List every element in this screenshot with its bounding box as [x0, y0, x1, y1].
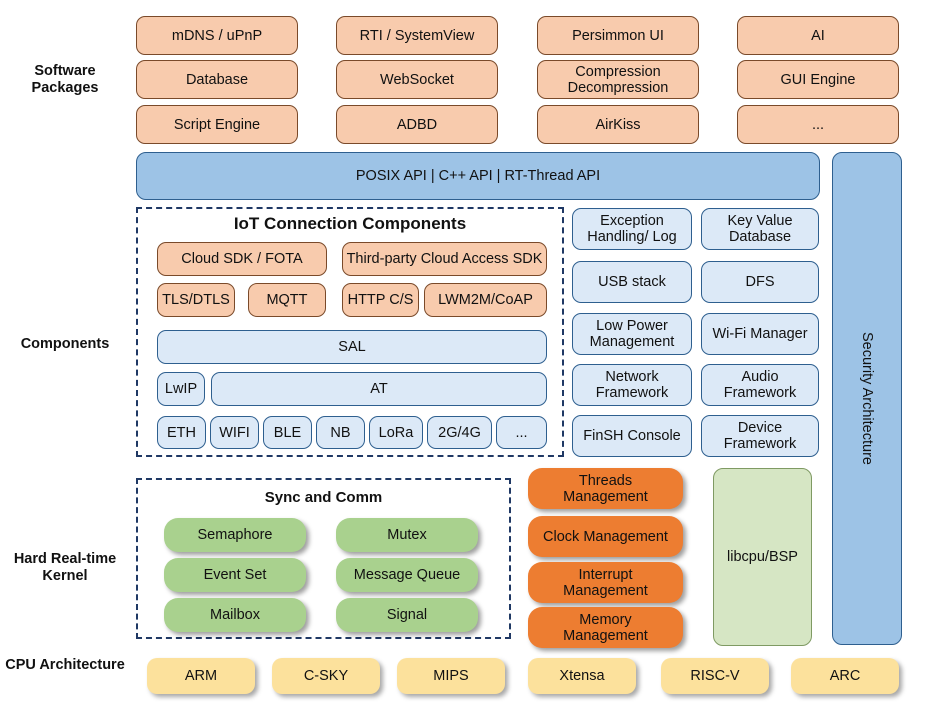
- software-package-box[interactable]: Script Engine: [136, 105, 298, 144]
- libcpu-bsp-panel[interactable]: libcpu/BSP: [713, 468, 812, 646]
- cpu-architecture-box[interactable]: ARC: [791, 658, 899, 694]
- component-box[interactable]: Network Framework: [572, 364, 692, 406]
- api-bar[interactable]: POSIX API | C++ API | RT-Thread API: [136, 152, 820, 200]
- software-package-box[interactable]: Database: [136, 60, 298, 99]
- cpu-architecture-box[interactable]: Xtensa: [528, 658, 636, 694]
- software-package-box[interactable]: GUI Engine: [737, 60, 899, 99]
- row-label-kernel: Hard Real-time Kernel: [13, 551, 117, 584]
- component-box[interactable]: DFS: [701, 261, 819, 303]
- component-box[interactable]: Key Value Database: [701, 208, 819, 250]
- software-package-box[interactable]: Compression Decompression: [537, 60, 699, 99]
- component-box[interactable]: Exception Handling/ Log: [572, 208, 692, 250]
- sync-and-comm-title: Sync and Comm: [264, 489, 383, 506]
- iot-link-box[interactable]: 2G/4G: [427, 416, 492, 449]
- software-package-box[interactable]: WebSocket: [336, 60, 498, 99]
- iot-protocol-box[interactable]: HTTP C/S: [342, 283, 419, 317]
- iot-link-box[interactable]: WIFI: [210, 416, 259, 449]
- iot-link-box[interactable]: BLE: [263, 416, 312, 449]
- row-label-software-packages: Software Packages: [31, 63, 99, 96]
- row-label-cpu-architecture: CPU Architecture: [5, 657, 125, 673]
- iot-protocol-box[interactable]: TLS/DTLS: [157, 283, 235, 317]
- iot-sal-box[interactable]: SAL: [157, 330, 547, 364]
- iot-at-box[interactable]: AT: [211, 372, 547, 406]
- kernel-management-box[interactable]: Threads Management: [528, 468, 683, 509]
- software-package-box[interactable]: ADBD: [336, 105, 498, 144]
- software-package-box[interactable]: AI: [737, 16, 899, 55]
- sync-and-comm-container: [136, 478, 511, 639]
- iot-lwip-box[interactable]: LwIP: [157, 372, 205, 406]
- cpu-architecture-box[interactable]: C-SKY: [272, 658, 380, 694]
- iot-cloud-sdk-box[interactable]: Cloud SDK / FOTA: [157, 242, 327, 276]
- cpu-architecture-box[interactable]: ARM: [147, 658, 255, 694]
- component-box[interactable]: Low Power Management: [572, 313, 692, 355]
- cpu-architecture-box[interactable]: RISC-V: [661, 658, 769, 694]
- software-package-box[interactable]: ...: [737, 105, 899, 144]
- software-package-box[interactable]: Persimmon UI: [537, 16, 699, 55]
- sync-comm-box[interactable]: Signal: [336, 598, 478, 632]
- component-box[interactable]: FinSH Console: [572, 415, 692, 457]
- iot-protocol-box[interactable]: MQTT: [248, 283, 326, 317]
- iot-connection-components-container: [136, 207, 564, 457]
- sync-comm-box[interactable]: Message Queue: [336, 558, 478, 592]
- iot-link-box[interactable]: ...: [496, 416, 547, 449]
- iot-link-box[interactable]: LoRa: [369, 416, 423, 449]
- component-box[interactable]: Wi-Fi Manager: [701, 313, 819, 355]
- security-architecture-column[interactable]: Security Architecture: [832, 152, 902, 645]
- sync-comm-box[interactable]: Semaphore: [164, 518, 306, 552]
- sync-comm-box[interactable]: Mailbox: [164, 598, 306, 632]
- cpu-architecture-box[interactable]: MIPS: [397, 658, 505, 694]
- software-package-box[interactable]: mDNS / uPnP: [136, 16, 298, 55]
- iot-link-box[interactable]: ETH: [157, 416, 206, 449]
- component-box[interactable]: Device Framework: [701, 415, 819, 457]
- software-package-box[interactable]: AirKiss: [537, 105, 699, 144]
- software-package-box[interactable]: RTI / SystemView: [336, 16, 498, 55]
- row-label-components: Components: [20, 336, 110, 352]
- component-box[interactable]: USB stack: [572, 261, 692, 303]
- component-box[interactable]: Audio Framework: [701, 364, 819, 406]
- kernel-management-box[interactable]: Clock Management: [528, 516, 683, 557]
- kernel-management-box[interactable]: Interrupt Management: [528, 562, 683, 603]
- security-architecture-label: Security Architecture: [859, 332, 875, 465]
- iot-link-box[interactable]: NB: [316, 416, 365, 449]
- iot-connection-components-title: IoT Connection Components: [233, 214, 467, 233]
- sync-comm-box[interactable]: Mutex: [336, 518, 478, 552]
- iot-third-party-sdk-box[interactable]: Third-party Cloud Access SDK: [342, 242, 547, 276]
- sync-comm-box[interactable]: Event Set: [164, 558, 306, 592]
- kernel-management-box[interactable]: Memory Management: [528, 607, 683, 648]
- iot-protocol-box[interactable]: LWM2M/CoAP: [424, 283, 547, 317]
